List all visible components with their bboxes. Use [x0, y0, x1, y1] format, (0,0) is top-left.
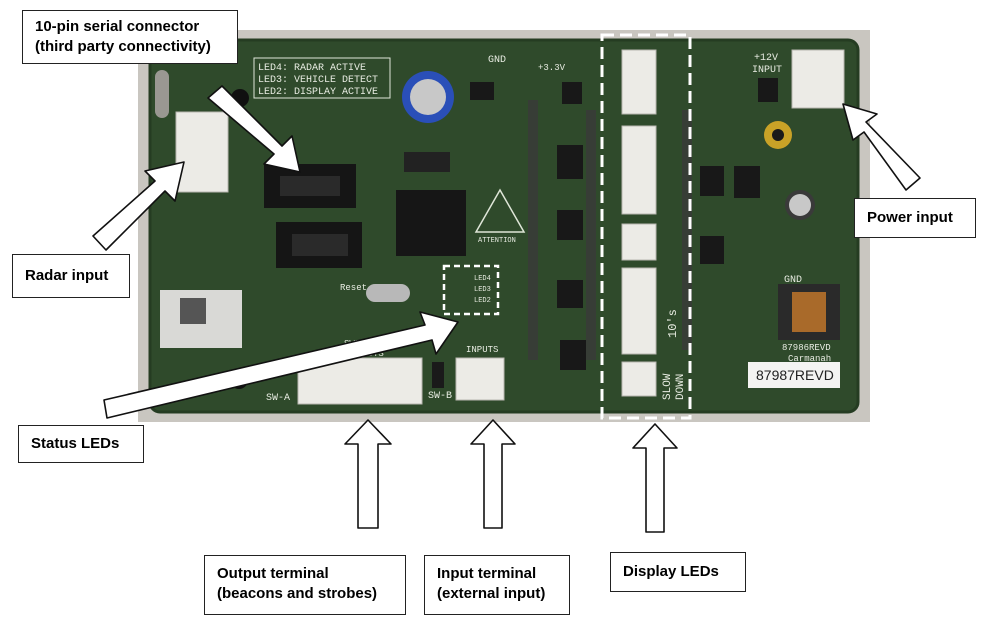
display-led-connector-5	[621, 361, 657, 397]
callout-serial-line1: 10-pin serial connector	[35, 18, 200, 35]
silk-slow: SLOW	[662, 373, 674, 400]
display-led-connector-1	[621, 49, 657, 115]
silk-gnd-right: GND	[784, 275, 802, 286]
callout-power-input: Power input	[854, 198, 976, 238]
silk-gnd-top: GND	[488, 55, 506, 66]
revision-label: 87987REVD	[756, 367, 834, 383]
led-legend-line2: LED3: VEHICLE DETECT	[258, 75, 378, 86]
silk-part-number: 87986REVD	[782, 343, 831, 353]
silk-attention: ATTENTION	[478, 237, 516, 245]
callout-radar-text: Radar input	[25, 267, 109, 284]
blue-capacitor-top	[410, 79, 446, 115]
status-led-area	[442, 264, 500, 316]
callout-input-terminal: Input terminal (external input)	[424, 555, 570, 615]
callout-display-text: Display LEDs	[623, 563, 719, 580]
mount-slot-left	[155, 70, 169, 118]
arrow-input	[470, 419, 516, 529]
input-terminal-connector	[455, 357, 505, 401]
diode	[432, 362, 444, 388]
display-led-connector-2	[621, 125, 657, 215]
callout-output-line1: Output terminal	[217, 565, 329, 582]
chip-f	[700, 166, 724, 196]
arrow-serial	[207, 85, 301, 173]
led-legend-line3: LED2: DISPLAY ACTIVE	[258, 87, 378, 98]
silk-sw-b: SW-B	[428, 391, 452, 402]
microcontroller-chip	[396, 190, 466, 256]
led-legend-line1: LED4: RADAR ACTIVE	[258, 63, 366, 74]
pin-header	[404, 152, 450, 172]
chip-j	[560, 340, 586, 370]
silk-down: DOWN	[675, 374, 687, 400]
callout-serial-line2: (third party connectivity)	[35, 38, 211, 55]
silk-status-led3: LED3	[474, 286, 491, 294]
callout-output-line2: (beacons and strobes)	[217, 585, 378, 602]
serial-connector-bottom-inner	[292, 234, 348, 256]
silk-12v: +12V	[754, 53, 778, 64]
led-legend-box	[253, 57, 391, 99]
display-led-connector-3	[621, 223, 657, 261]
revision-sticker	[748, 362, 840, 388]
mount-hole-gold-inner	[772, 129, 784, 141]
silk-input: INPUT	[752, 65, 782, 76]
silk-sw-a: SW-A	[266, 393, 290, 404]
inductor-coil	[792, 292, 826, 332]
radio-module-qr	[180, 298, 206, 324]
chip-h	[734, 166, 760, 198]
arrow-status	[103, 311, 459, 419]
arrow-power	[842, 103, 921, 191]
callout-status-leds: Status LEDs	[18, 425, 144, 463]
chip-b	[562, 82, 582, 104]
callout-input-line2: (external input)	[437, 585, 546, 602]
power-connector	[791, 49, 845, 109]
display-led-connector-4	[621, 267, 657, 355]
crystal	[366, 284, 410, 302]
silk-3v3: +3.3V	[538, 63, 566, 73]
silk-tens: 10's	[666, 309, 680, 338]
silk-brand: Carmanah	[788, 354, 831, 364]
chip-a	[470, 82, 494, 100]
callout-radar-input: Radar input	[12, 254, 130, 298]
callout-output-terminal: Output terminal (beacons and strobes)	[204, 555, 406, 615]
silk-status-led2: LED2	[474, 297, 491, 305]
silk-inputs: INPUTS	[466, 345, 498, 355]
resistor-column-1	[528, 100, 538, 360]
silk-reset: Reset	[340, 283, 367, 293]
callout-input-line1: Input terminal	[437, 565, 537, 582]
callout-status-text: Status LEDs	[31, 435, 120, 452]
chip-g	[700, 236, 724, 264]
display-leds-dashed-box	[600, 33, 692, 420]
chip-i	[758, 78, 778, 102]
callout-display-leds: Display LEDs	[610, 552, 746, 592]
silk-status-led4: LED4	[474, 275, 491, 283]
callout-serial-connector: 10-pin serial connector (third party con…	[22, 10, 238, 64]
small-capacitor-top	[789, 194, 811, 216]
callout-power-text: Power input	[867, 209, 953, 226]
arrow-display	[632, 423, 678, 533]
circuit-board	[150, 40, 858, 412]
serial-connector-top-inner	[280, 176, 340, 196]
attention-logo	[474, 188, 526, 233]
arrow-output	[344, 419, 392, 529]
chip-c	[557, 145, 583, 179]
radar-connector	[175, 111, 229, 193]
arrow-radar	[92, 161, 185, 251]
chip-d	[557, 210, 583, 240]
resistor-column-2	[586, 110, 596, 360]
chip-e	[557, 280, 583, 308]
resistor-column-3	[682, 110, 692, 350]
